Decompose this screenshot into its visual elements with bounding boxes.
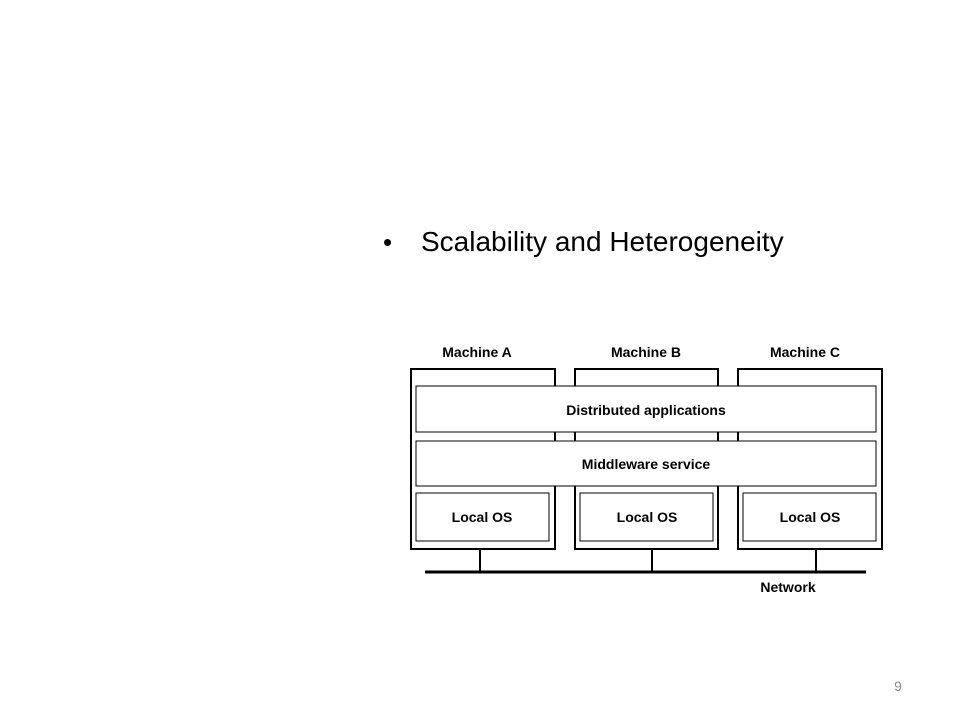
machine-a-label: Machine A: [442, 344, 512, 360]
machine-a-local-os-label: Local OS: [452, 509, 513, 525]
network-label: Network: [760, 579, 815, 595]
machine-b-label: Machine B: [611, 344, 681, 360]
middleware-service-layer: [415, 440, 877, 487]
machine-c-label: Machine C: [770, 344, 840, 360]
machine-c-local-os: [742, 492, 877, 542]
bullet-glyph: •: [383, 227, 393, 257]
machine-b-local-os-label: Local OS: [617, 509, 678, 525]
page-number: 9: [894, 678, 902, 694]
bullet-item: • Scalability and Heterogeneity: [383, 228, 784, 256]
machine-a-local-os: [415, 492, 550, 542]
machine-c-local-os-label: Local OS: [780, 509, 841, 525]
machine-b-local-os: [579, 492, 714, 542]
distributed-applications-label: Distributed applications: [566, 402, 726, 418]
slide-heading: Scalability and Heterogeneity: [421, 226, 784, 257]
distributed-applications-layer: [415, 385, 877, 433]
middleware-service-label: Middleware service: [582, 456, 711, 472]
